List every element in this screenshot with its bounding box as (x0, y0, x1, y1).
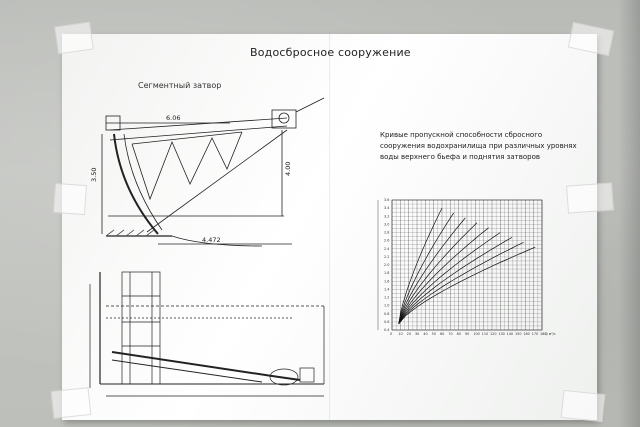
discharge-curve (398, 227, 489, 325)
hinge-pin (278, 112, 290, 124)
discharge-curve (398, 232, 501, 325)
section-pier (121, 271, 161, 385)
x-tick-label: 10 (398, 332, 402, 336)
gate-skin-plate (113, 133, 159, 235)
discharge-curve (398, 212, 454, 324)
discharge-curve (398, 237, 513, 325)
discharge-curve (398, 217, 466, 324)
discharge-curve (398, 207, 443, 324)
gate-truss (131, 131, 243, 201)
y-tick-label: 1.8 (384, 271, 389, 275)
tape-right-mid (566, 182, 614, 214)
dim-right-text: 4.00 (284, 162, 292, 176)
y-tick-label: 2.6 (384, 239, 389, 243)
dim-bottom-text: 4.472 (202, 236, 221, 244)
x-tick-label: 160 (523, 332, 529, 336)
y-tick-label: 2.0 (384, 263, 389, 267)
x-tick-label: 140 (507, 332, 513, 336)
tape-top-left (54, 21, 94, 55)
x-tick-label: 90 (465, 332, 469, 336)
y-tick-label: 1.6 (384, 279, 389, 283)
x-tick-label: 50 (432, 332, 436, 336)
x-tick-label: 80 (457, 332, 461, 336)
hinge-support (295, 97, 325, 113)
x-tick-label: 70 (448, 332, 452, 336)
x-tick-label: 20 (407, 332, 411, 336)
x-tick-label: 110 (482, 332, 488, 336)
dim-top-text: 6.06 (166, 114, 180, 122)
x-tick-label: 60 (440, 332, 444, 336)
y-tick-label: 2.2 (384, 255, 389, 259)
curves-caption: Кривые пропускной способности сбросного … (380, 131, 577, 161)
dim-left-text: 3.50 (90, 168, 98, 182)
section-hinge (269, 368, 299, 386)
tape-bottom-left (50, 387, 92, 419)
gate-label: Сегментный затвор (138, 81, 222, 90)
x-tick-label: 0 (390, 332, 392, 336)
gate-skin-inner (123, 133, 163, 231)
section-gate-arm (111, 351, 301, 381)
x-tick-label: 150 (515, 332, 521, 336)
y-tick-label: 0.8 (384, 312, 389, 316)
wall-edge (618, 0, 640, 427)
y-tick-label: 1.4 (384, 287, 389, 291)
hinge-block (271, 109, 297, 129)
drawing-sheet: Водосбросное сооружение Сегментный затво… (50, 21, 615, 423)
gate-arm-inner (109, 125, 288, 141)
x-tick-label: 30 (415, 332, 419, 336)
sheet-fold (329, 34, 330, 420)
gate-arm-lower (146, 129, 288, 233)
x-tick-label: 180 (540, 332, 546, 336)
section-trunnion (299, 367, 315, 383)
tape-left-mid (52, 182, 88, 216)
x-tick-label: 170 (532, 332, 538, 336)
y-tick-label: 1.0 (384, 304, 389, 308)
x-tick-label: 130 (498, 332, 504, 336)
y-tick-label: 2.4 (384, 247, 389, 251)
sill-hatch (105, 229, 155, 237)
x-tick-label: 40 (423, 332, 427, 336)
y-tick-label: 0.6 (384, 320, 389, 324)
y-tick-label: 3.0 (384, 222, 389, 226)
y-tick-label: 2.8 (384, 231, 389, 235)
spillway-crest (171, 235, 263, 247)
y-tick-label: 3.4 (384, 206, 389, 210)
discharge-curve (398, 246, 536, 325)
plot-frame (391, 199, 543, 331)
y-tick-label: 0.4 (384, 328, 389, 332)
y-tick-label: 3.2 (384, 214, 389, 218)
gate-arm-upper (109, 117, 288, 131)
x-tick-label: 100 (473, 332, 479, 336)
section-view (89, 271, 325, 397)
y-tick-label: 1.2 (384, 296, 389, 300)
discharge-curve (398, 222, 478, 325)
truss-chord (131, 131, 243, 145)
x-tick-label: 120 (490, 332, 496, 336)
y-tick-label: 3.6 (384, 198, 389, 202)
gate-drawing: 6.06 3.50 4.00 4.472 (89, 97, 325, 397)
tape-bottom-right (560, 389, 606, 423)
discharge-curve (398, 241, 524, 325)
sheet-title: Водосбросное сооружение (250, 46, 411, 59)
x-unit-label: Q м³/с (545, 332, 556, 336)
pier-block (105, 115, 121, 131)
